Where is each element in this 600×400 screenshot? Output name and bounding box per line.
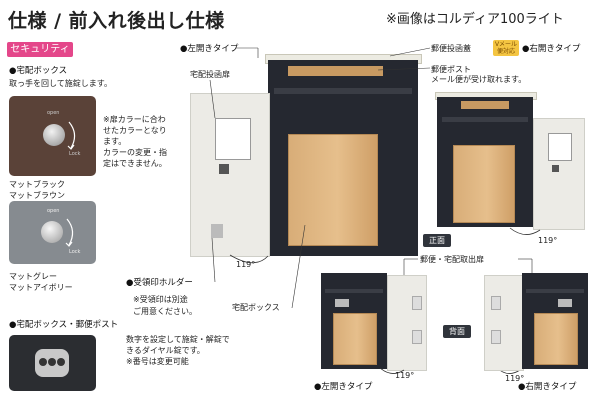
- combo-heading: ●宅配ボックス・郵便ポスト: [9, 320, 119, 330]
- front-shelf: [442, 117, 528, 122]
- back-left-angle: 119°: [395, 371, 415, 380]
- back-right-door: [484, 275, 524, 371]
- retrieval-door-label: 郵便・宅配取出扉: [420, 255, 484, 264]
- mail-post-label: 郵便ポスト: [431, 65, 471, 74]
- combo-desc-2: きるダイヤル錠です。: [126, 346, 205, 355]
- swatch1-label-2: マットブラウン: [9, 191, 65, 200]
- left-open-type-label: ●左開きタイプ: [180, 44, 239, 54]
- mail-slot-label: 郵便投函蓋: [431, 44, 471, 53]
- swatch2-label-2: マットアイボリー: [9, 283, 73, 292]
- back-right-angle: 119°: [505, 374, 525, 383]
- swatch2-label-1: マットグレー: [9, 272, 57, 281]
- handle-knob-icon-2: [41, 221, 63, 243]
- rotate-arrow-icon: [67, 121, 76, 150]
- knob-open-label-2: open: [47, 208, 60, 214]
- back-right-parcel-box: [534, 313, 578, 365]
- dial-lock-icon: [35, 349, 69, 377]
- main-open-angle: 119°: [236, 260, 256, 269]
- delivery-box-desc: 取っ手を回して施錠します。: [9, 79, 112, 88]
- delivery-box-label: 宅配ボックス: [232, 303, 280, 312]
- delivery-door-label: 宅配投函扉: [190, 70, 230, 79]
- mail-item: [288, 66, 383, 76]
- front-mail-item: [461, 101, 509, 109]
- door-instruction-label: [215, 118, 251, 160]
- image-note: ※画像はコルディア100ライト: [386, 12, 564, 27]
- back-left-parcel-box: [333, 313, 377, 365]
- parcel-box: [288, 134, 378, 246]
- front-door-lock-icon: [552, 165, 559, 172]
- mail-post-desc: メール便が受け取れます。: [431, 75, 527, 84]
- handle-knob-icon: [43, 124, 65, 146]
- back-left-type-label: ●左開きタイプ: [314, 382, 373, 392]
- knob-lock-label-2: Lock: [69, 249, 81, 255]
- page-title: 仕様 / 前入れ後出し仕様: [8, 10, 225, 32]
- open-delivery-door: [190, 93, 270, 257]
- right-open-type-label: ●右開きタイプ: [522, 44, 581, 54]
- stamp-holder-heading: ●受領印ホルダー: [126, 278, 193, 288]
- delivery-box-heading: ●宅配ボックス: [9, 66, 68, 76]
- front-parcel-box: [453, 145, 515, 223]
- rotate-arrow-icon-2: [65, 218, 74, 247]
- color-note-5: 定はできません。: [103, 159, 167, 168]
- back-right-cabinet: [522, 273, 588, 369]
- inner-shelf: [274, 88, 412, 94]
- combo-desc-1: 数字を設定して施錠・解錠で: [126, 335, 230, 344]
- back-left-door: [387, 275, 427, 371]
- color-note-3: ます。: [103, 137, 127, 146]
- security-badge: セキュリティ: [7, 42, 73, 57]
- back-label: 背面: [443, 325, 471, 338]
- mail-service-logo: Vメール便対応: [493, 40, 519, 56]
- door-lock-icon: [219, 164, 229, 174]
- front-cabinet: [437, 97, 533, 227]
- knob-lock-label: Lock: [69, 151, 81, 157]
- swatch1-label-1: マットブラック: [9, 180, 65, 189]
- front-door-label: [548, 133, 572, 161]
- front-label: 正面: [423, 234, 451, 247]
- stamp-holder-desc-1: ※受領印は別途: [133, 295, 188, 304]
- color-note-2: せたカラーとなり: [103, 126, 167, 135]
- stamp-holder: [211, 224, 223, 238]
- color-note-1: ※扉カラーに合わ: [103, 115, 166, 124]
- knob-open-label: open: [47, 110, 60, 116]
- stamp-holder-desc-2: ご用意ください。: [133, 307, 197, 316]
- main-cabinet: [268, 60, 418, 256]
- color-note-4: カラーの変更・指: [103, 148, 167, 157]
- dial-lock-image: [9, 335, 96, 391]
- front-angle: 119°: [538, 236, 558, 245]
- front-open-door: [533, 118, 585, 230]
- swatch-matte-brown: open Lock: [9, 96, 96, 176]
- back-right-type-label: ●右開きタイプ: [518, 382, 577, 392]
- swatch-matte-gray: open Lock: [9, 201, 96, 264]
- combo-desc-3: ※番号は変更可能: [126, 357, 189, 366]
- back-left-cabinet: [321, 273, 387, 369]
